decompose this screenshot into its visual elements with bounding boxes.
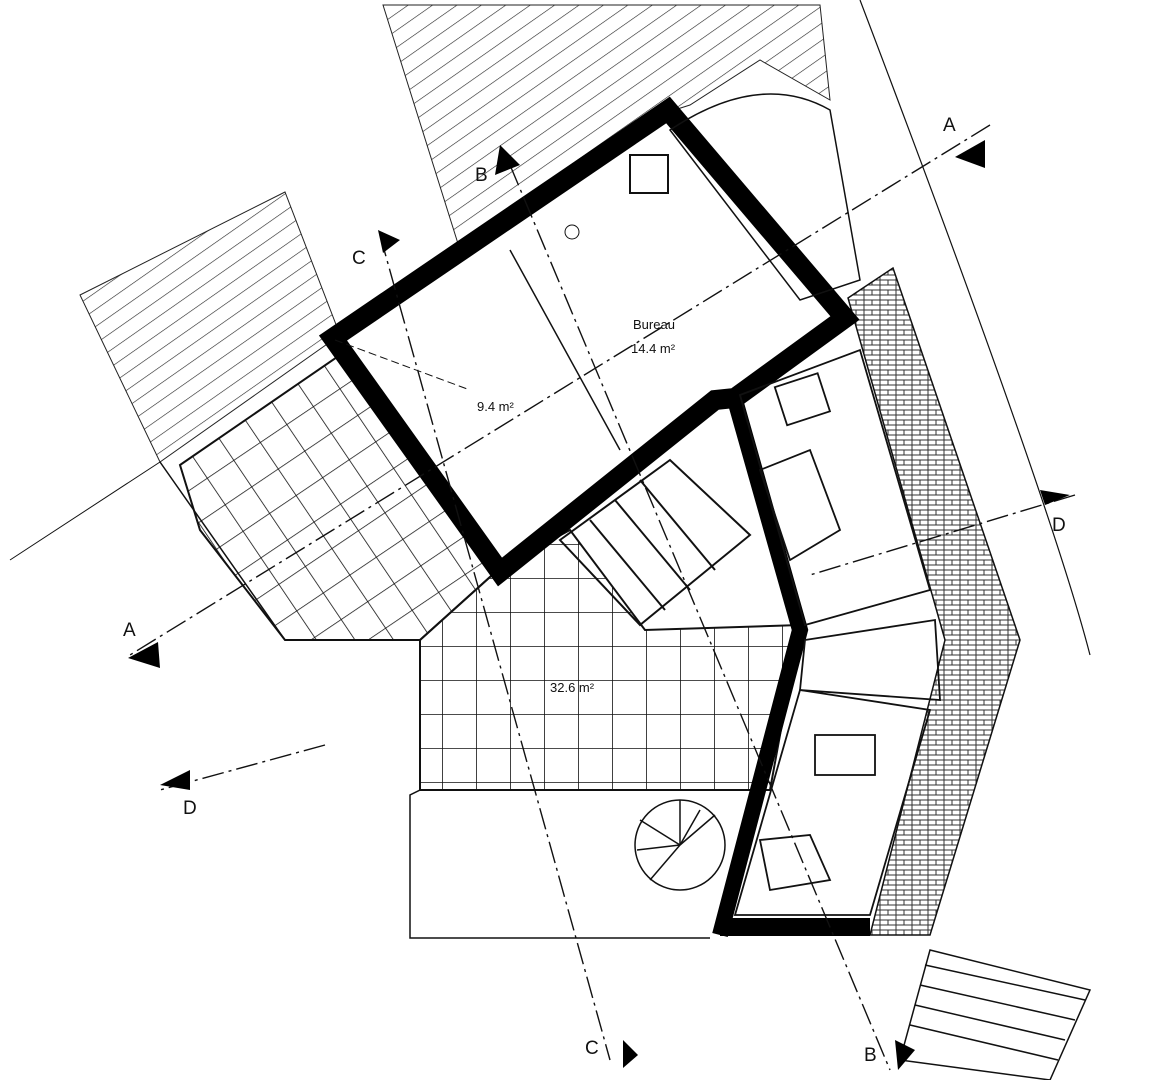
section-lines xyxy=(129,124,1076,1071)
section-label-a-left: A xyxy=(123,620,136,641)
section-arrows xyxy=(128,140,1070,1070)
bottom-wall xyxy=(720,918,870,936)
room-area-bureau: 14.4 m² xyxy=(631,341,676,356)
brick-wall xyxy=(847,266,1021,936)
shower-icon xyxy=(629,154,669,194)
staircase xyxy=(558,458,752,627)
spiral-stair xyxy=(634,799,726,891)
section-label-d-left: D xyxy=(183,798,197,819)
room-area-side: 9.4 m² xyxy=(477,399,514,414)
section-label-a-top: A xyxy=(943,115,956,136)
exterior-steps xyxy=(899,949,1092,1080)
room-name-bureau: Bureau xyxy=(633,317,675,332)
section-label-d-right: D xyxy=(1052,515,1066,536)
building-walls xyxy=(318,96,860,587)
room-area-terrace: 32.6 m² xyxy=(550,680,595,695)
spiral-stair-top xyxy=(668,93,861,301)
section-label-b-top: B xyxy=(475,165,488,186)
sink-icon xyxy=(564,224,580,240)
section-label-c-top: C xyxy=(352,248,366,269)
terrace-outline xyxy=(159,461,710,939)
section-label-c-bottom: C xyxy=(585,1038,599,1059)
section-label-b-bottom: B xyxy=(864,1045,877,1066)
right-rooms-walls xyxy=(712,397,809,938)
